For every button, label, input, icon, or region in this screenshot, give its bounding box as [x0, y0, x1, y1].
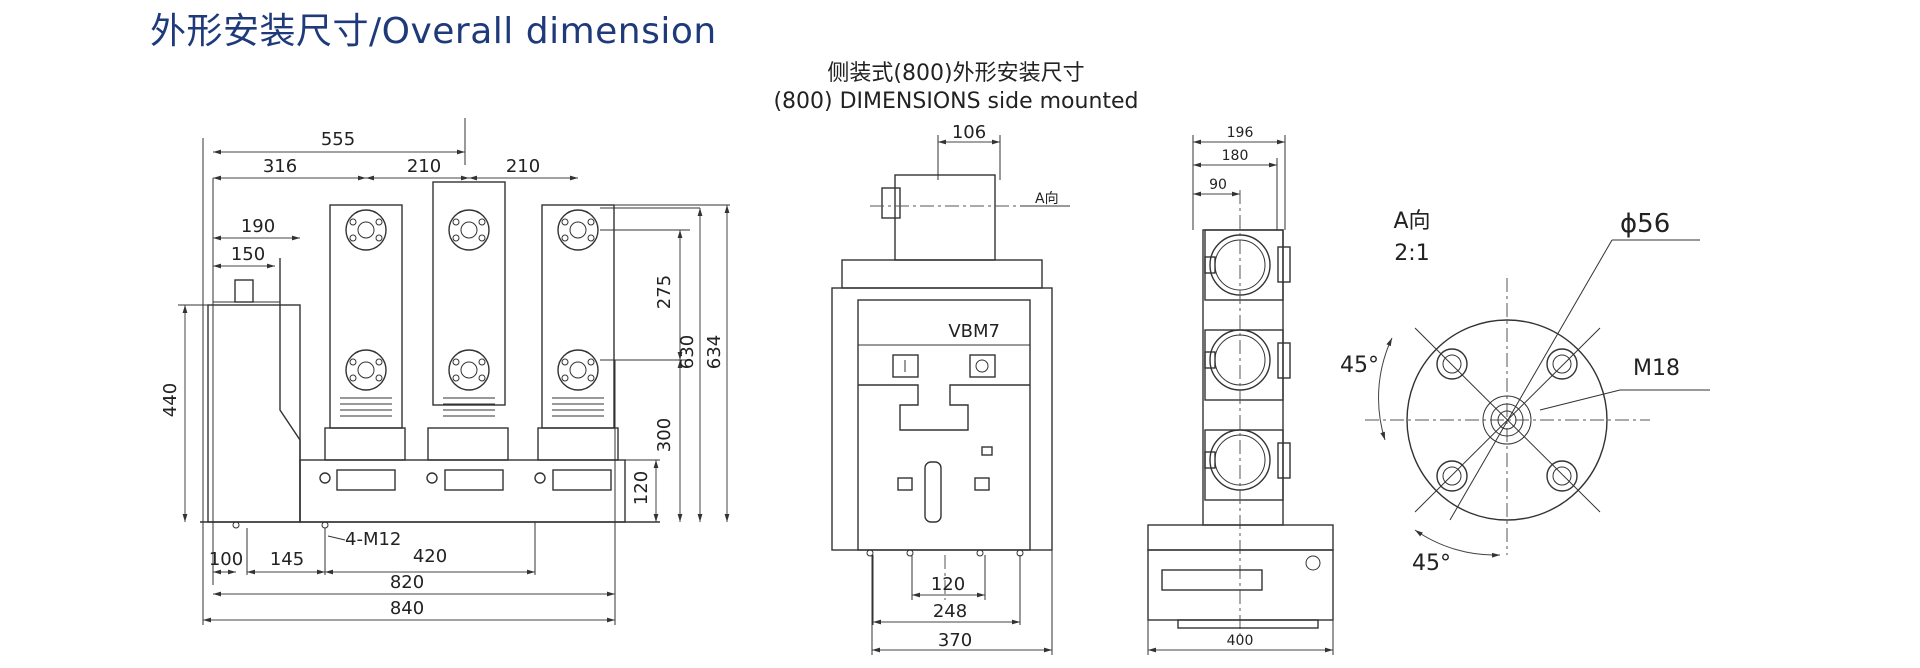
detail-view-label: A向 [1393, 209, 1430, 234]
dim-90: 90 [1209, 177, 1227, 193]
dim-210b: 210 [506, 156, 540, 177]
dim-150: 150 [231, 244, 265, 265]
dim-555: 555 [321, 129, 355, 150]
dim-196: 196 [1227, 125, 1254, 141]
dim-840: 840 [390, 598, 424, 619]
detail-view: A向 2:1 ϕ56 M18 45° 45° [1340, 209, 1710, 576]
side-view-label: A向 [1035, 191, 1059, 207]
dim-side-120: 120 [931, 574, 965, 595]
dim-106: 106 [952, 122, 986, 143]
model-label: VBM7 [948, 321, 1000, 342]
dim-420: 420 [413, 546, 447, 567]
bolt-label: 4-M12 [345, 529, 401, 550]
page-title: 外形安装尺寸/Overall dimension [150, 11, 717, 52]
dim-634: 634 [704, 335, 725, 369]
subtitle-cn: 侧装式(800)外形安装尺寸 [827, 61, 1084, 86]
dim-630: 630 [677, 335, 698, 369]
dim-300: 300 [654, 418, 675, 452]
detail-angle-top: 45° [1340, 353, 1379, 378]
dim-440: 440 [160, 383, 181, 417]
front-view: 555 316 210 210 190 150 440 275 300 630 … [160, 118, 730, 625]
detail-thread: M18 [1633, 356, 1680, 381]
dim-100: 100 [209, 549, 243, 570]
dim-400: 400 [1227, 633, 1254, 649]
dim-820: 820 [390, 572, 424, 593]
detail-diameter: ϕ56 [1620, 209, 1670, 239]
dim-120: 120 [631, 471, 652, 505]
detail-scale: 2:1 [1394, 241, 1429, 266]
top-view: 196 180 90 400 [1147, 125, 1334, 655]
subtitle-en: (800) DIMENSIONS side mounted [773, 89, 1138, 114]
dim-248: 248 [933, 601, 967, 622]
dim-370: 370 [938, 630, 972, 651]
dim-190: 190 [241, 216, 275, 237]
dim-316: 316 [263, 156, 297, 177]
dim-275: 275 [654, 275, 675, 309]
detail-angle-bottom: 45° [1412, 551, 1451, 576]
dim-180: 180 [1222, 148, 1249, 164]
side-view: A向 106 VBM7 120 248 [831, 122, 1070, 655]
dim-210a: 210 [407, 156, 441, 177]
dim-145: 145 [270, 549, 304, 570]
